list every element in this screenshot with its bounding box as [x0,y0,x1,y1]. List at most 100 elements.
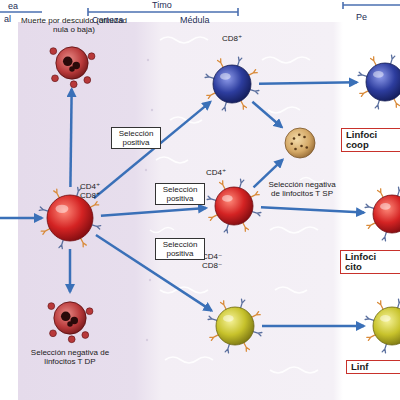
dying-cell-body [54,302,86,334]
cell-type-label: Linfoci coop [346,130,388,150]
receptor [371,57,377,65]
maturation-arrow [70,89,71,187]
cell-label: CD4⁺ CD8⁺ [77,182,103,200]
incoming-arrow [0,217,42,220]
receptor [224,224,228,233]
cell-speckle [298,133,301,136]
cell-shape [213,65,251,103]
nuclear-fragment [67,321,72,326]
receptor [382,344,386,353]
header-bars [0,2,400,16]
receptor [365,316,374,320]
receptor [41,229,49,235]
edge-label: Selección positiva [155,183,205,205]
cell-shape [366,63,400,101]
peripheral-cell: Linfoci cito [373,195,400,233]
apoptotic-body [50,330,57,337]
texture-wave [275,287,307,293]
double-positive-cell: CD4⁺ CD8⁺ [47,195,93,241]
boundary-dot [145,169,147,171]
texture-wave [160,37,208,43]
receptor [238,57,242,66]
cell-graphic [365,299,400,353]
region-heading: Corteza [92,15,124,25]
receptor [222,102,226,111]
receptor [240,179,244,188]
apoptotic-body [70,81,77,88]
boundary-dot [147,59,149,61]
receptor [243,223,249,231]
header-bar [88,11,238,13]
texture-wave [156,157,188,163]
header-tick [237,8,239,16]
dying-cell-body [56,47,88,79]
receptor [382,232,386,241]
cell-body [373,307,400,345]
edge-label: Selección positiva [111,127,161,149]
cell-shape [55,46,89,80]
region-heading: Pe [356,12,367,22]
edge-label: Selección positiva [155,238,205,260]
texture-wave [165,357,213,363]
texture-wave [270,367,318,373]
cell-shape [53,301,87,335]
receptor [367,223,375,229]
receptor [59,240,63,249]
cell-speckle [290,142,293,145]
maturation-arrow [262,325,364,328]
cortex-boundary-dots [145,59,153,341]
cell-graphic [285,128,315,158]
cell-graphic [365,187,400,241]
boundary-dot [146,339,148,341]
maturation-arrow [261,207,364,212]
texture-wave [150,228,174,233]
nuclear-fragment [61,312,71,322]
receptor [220,181,226,189]
thymus-zone [18,22,343,400]
cell-label: CD4⁺ [201,168,231,177]
receptor [207,196,216,200]
receptor [365,204,374,208]
cell-body [285,128,315,158]
boundary-dot [151,109,153,111]
cell-shape [215,187,253,225]
receptor [249,70,257,76]
maturation-arrow [96,235,212,311]
cell-highlight [380,203,391,210]
cell-body [216,307,254,345]
receptor [241,101,247,109]
receptor [39,207,48,211]
dead-cell: Selección negativa de linfocitos T SP [285,128,315,158]
cell-highlight [56,205,69,213]
cell-body [47,195,93,241]
header-bar [343,4,400,6]
receptor [92,225,101,229]
cell-type-box: Linfoci coop [341,128,400,152]
cell-label: Selección negativa de linfocitos T DP [19,348,121,366]
cell-label: CD8⁺ [212,34,252,43]
receptor [378,189,384,197]
receptor [378,301,384,309]
receptor [250,90,259,94]
boundary-dot [149,279,151,281]
cell-label: Selección negativa de linfocitos T SP [267,180,337,198]
cell-speckle [305,146,308,149]
cd8-cell: CD8⁺ [213,65,251,103]
receptor [90,202,98,208]
receptor [375,100,379,109]
cell-speckle [300,145,303,148]
cell-type-box: Linf [346,360,400,374]
cell-graphic [50,47,95,88]
nuclear-fragment [69,66,74,71]
receptor [210,335,218,341]
cell-shape [373,195,400,233]
receptor [207,93,215,99]
maturation-arrow [252,102,281,128]
cell-graphic [48,302,93,343]
receptor [81,238,87,246]
cell-body [213,65,251,103]
apoptotic-body [86,308,93,315]
cell-body [215,187,253,225]
region-heading: al [4,14,11,24]
